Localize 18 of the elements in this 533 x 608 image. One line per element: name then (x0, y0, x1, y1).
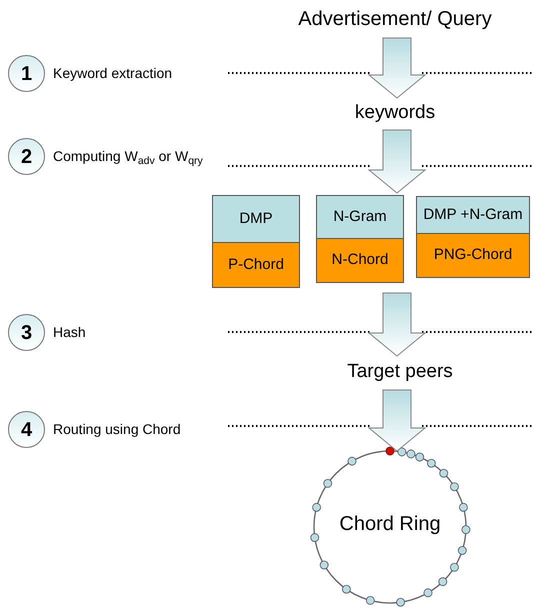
step-description: Keyword extraction (53, 64, 172, 83)
step-description: Computing W$_{adv}$ or W$_{qry}$ (53, 147, 203, 167)
step-description: Hash (53, 323, 86, 342)
block-arrow (368, 130, 426, 194)
step-description: Routing using Chord (53, 420, 181, 439)
method-box: DMP +N-Gram (416, 196, 530, 234)
stage-label: keywords (340, 100, 450, 126)
block-arrow (368, 390, 426, 452)
chord-variant-box: P-Chord (212, 243, 300, 288)
block-arrow (368, 292, 426, 357)
block-arrow (368, 38, 426, 99)
stage-label: Target peers (325, 358, 475, 386)
ring-label: Chord Ring (338, 512, 442, 537)
method-box: N-Gram (316, 195, 404, 239)
chord-variant-box: PNG-Chord (416, 234, 530, 278)
chord-variant-box: N-Chord (316, 239, 404, 283)
stage-label: Advertisement/ Query (300, 4, 490, 34)
method-box: DMP (212, 195, 300, 243)
